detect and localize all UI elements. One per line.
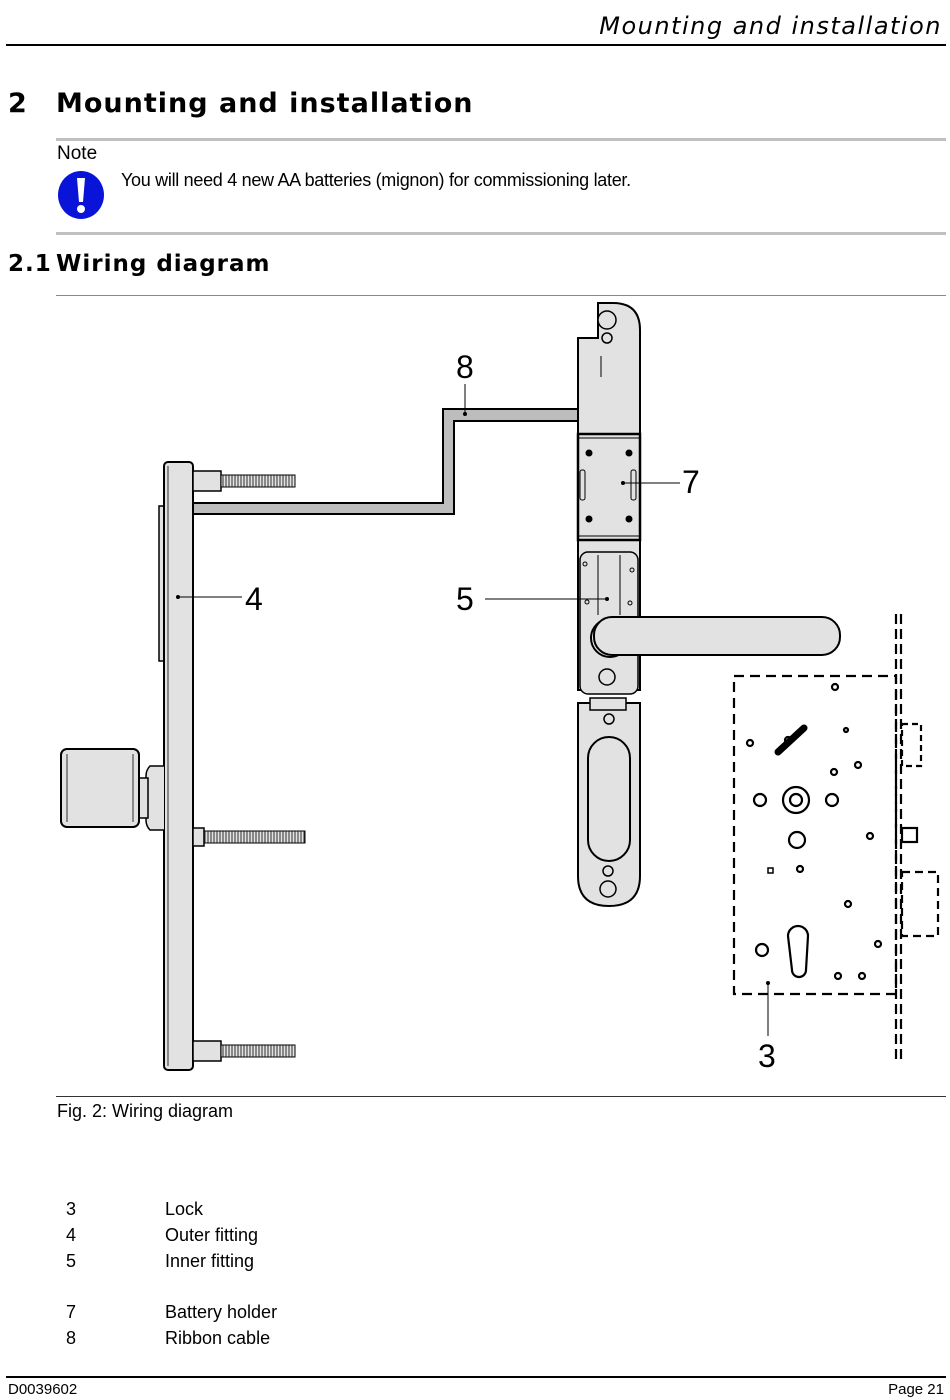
exclamation-circle-icon [57, 170, 105, 220]
figure-top-rule [56, 295, 946, 296]
callout-8: 8 [456, 349, 474, 385]
figure-bottom-rule [56, 1096, 946, 1097]
lock-body [732, 614, 940, 1060]
note-text: You will need 4 new AA batteries (mignon… [121, 170, 631, 190]
note-top-rule [56, 138, 946, 141]
running-header-title: Mounting and installation [599, 12, 942, 40]
callout-3: 3 [758, 1038, 776, 1074]
callout-5: 5 [456, 581, 474, 617]
section-number: 2 [8, 88, 28, 119]
subsection-number: 2.1 [8, 251, 52, 277]
figure-caption: Fig. 2: Wiring diagram [57, 1101, 234, 1121]
callout-7: 7 [682, 464, 700, 500]
page-number: Page 21 [888, 1381, 944, 1398]
header-rule [6, 44, 946, 46]
wiring-diagram-figure: 8 7 4 5 3 [60, 302, 940, 1074]
subsection-title: Wiring diagram [56, 251, 271, 277]
inner-fitting [576, 302, 841, 908]
section-title: Mounting and installation [56, 88, 474, 119]
outer-fitting [60, 461, 306, 1071]
document-id: D0039602 [8, 1381, 78, 1398]
ribbon-cable [192, 408, 584, 515]
footer-rule [6, 1376, 946, 1378]
callout-4: 4 [245, 581, 263, 617]
note-label: Note [57, 143, 98, 164]
note-bottom-rule [56, 232, 946, 235]
section-heading: 2 Mounting and installation [8, 88, 473, 119]
